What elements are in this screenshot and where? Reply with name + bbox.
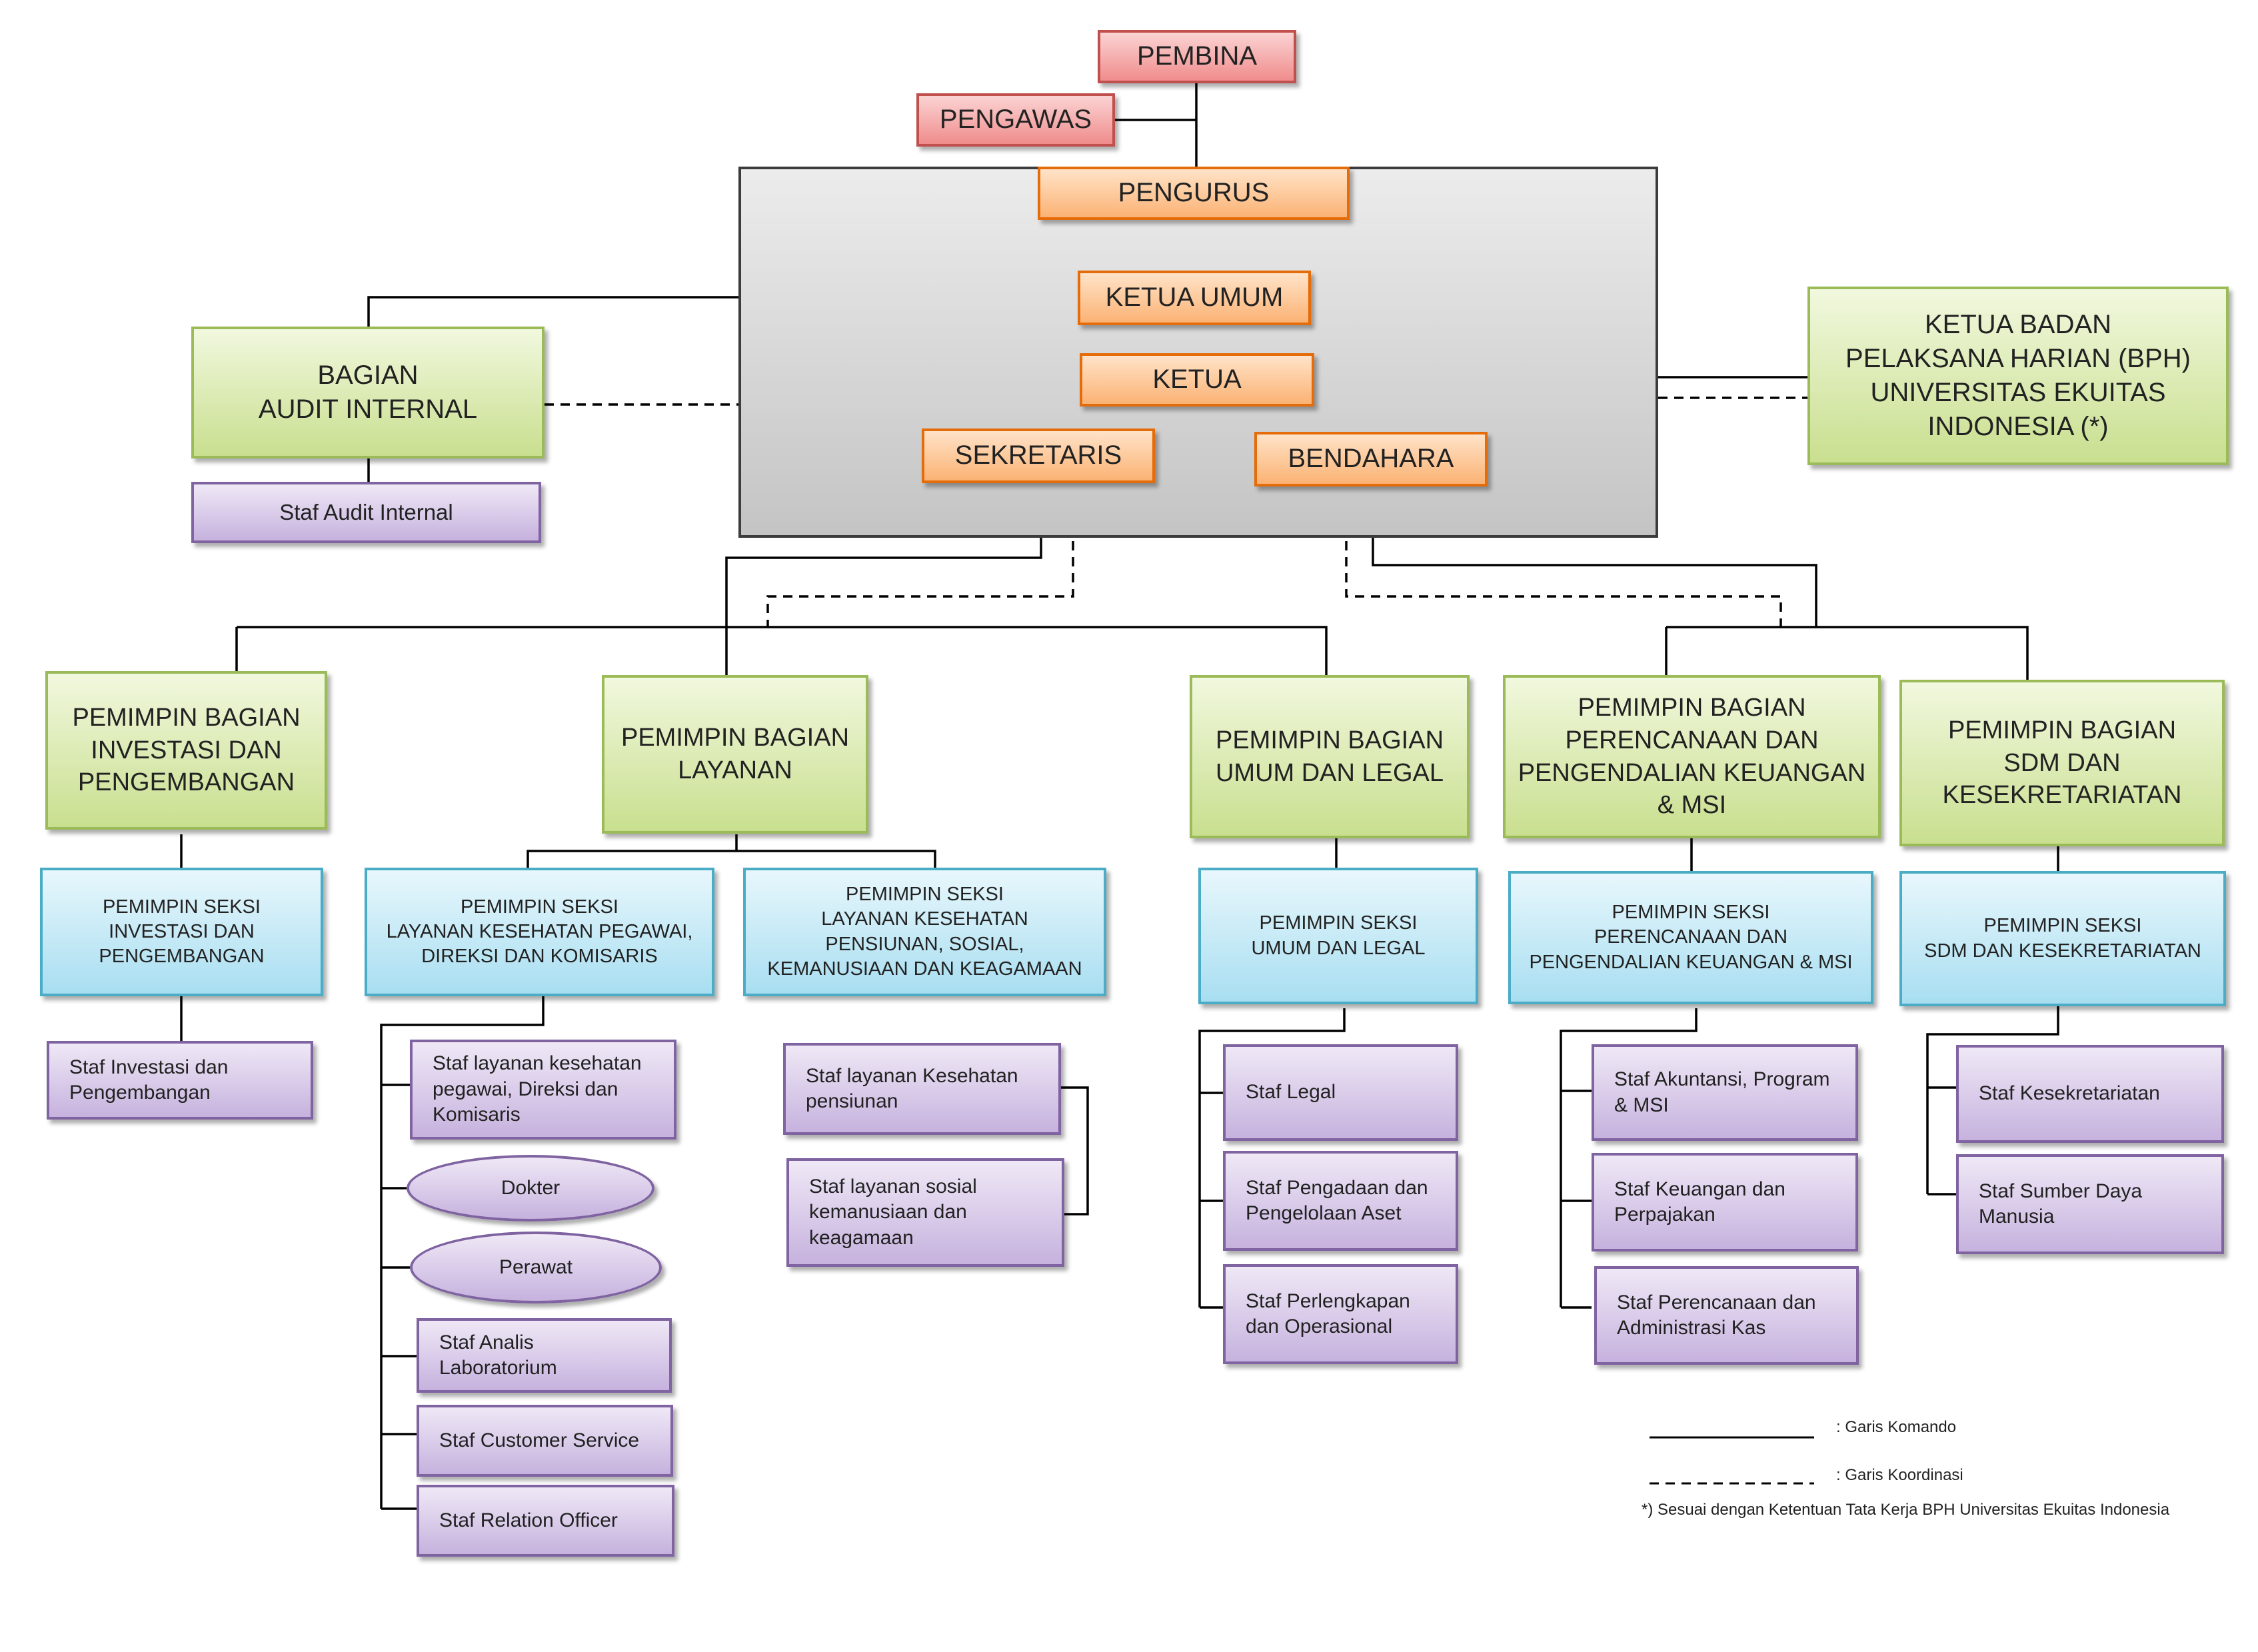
line-staff-ticks-perencanaan (1561, 1090, 1592, 1309)
legend-komando: : Garis Komando (1836, 1418, 1957, 1436)
node-staf-customer: Staf Customer Service (417, 1405, 673, 1477)
node-ps-umum: PEMIMPIN SEKSI UMUM DAN LEGAL (1198, 868, 1478, 1004)
line-ps-sdm-staf (1926, 1006, 2059, 1194)
node-staf-keuangan: Staf Keuangan dan Perpajakan (1592, 1153, 1858, 1251)
node-staf-legal: Staf Legal (1223, 1044, 1458, 1141)
legend-note: *) Sesuai dengan Ketentuan Tata Kerja BP… (1642, 1501, 2170, 1519)
node-staf-akuntansi: Staf Akuntansi, Program & MSI (1592, 1044, 1858, 1141)
node-pb-perencanaan: PEMIMPIN BAGIAN PERENCANAAN DAN PENGENDA… (1503, 675, 1881, 838)
node-staf-relation: Staf Relation Officer (417, 1485, 674, 1557)
node-staf-pensiunan: Staf layanan Kesehatan pensiunan (783, 1043, 1061, 1135)
line-ps-perencanaan-staf (1560, 1008, 1697, 1307)
node-staf-investasi: Staf Investasi dan Pengembangan (47, 1041, 313, 1120)
line-staff-ticks-umum (1200, 1092, 1223, 1309)
node-dokter: Dokter (407, 1155, 654, 1222)
node-pb-umum: PEMIMPIN BAGIAN UMUM DAN LEGAL (1190, 675, 1470, 838)
node-staf-kesekretariatan: Staf Kesekretariatan (1956, 1045, 2224, 1143)
dash-sekretaris-layanan (766, 541, 1074, 627)
node-ps-layanan-pegawai: PEMIMPIN SEKSI LAYANAN KESEHATAN PEGAWAI… (365, 868, 714, 996)
dash-bendahara-perencanaan (1345, 541, 1782, 627)
node-staf-kas: Staf Perencanaan dan Administrasi Kas (1594, 1266, 1859, 1365)
line-staff-ticks-sdm (1927, 1086, 1956, 1196)
legend-koordinasi: : Garis Koordinasi (1836, 1466, 1963, 1484)
node-staf-audit: Staf Audit Internal (191, 482, 541, 543)
node-ketua: KETUA (1080, 353, 1314, 407)
node-pb-sdm: PEMIMPIN BAGIAN SDM DAN KESEKRETARIATAN (1899, 680, 2225, 846)
node-sekretaris: SEKRETARIS (922, 428, 1155, 483)
node-ps-investasi: PEMIMPIN SEKSI INVESTASI DAN PENGEMBANGA… (40, 868, 323, 996)
pengurus-group-box (738, 167, 1658, 538)
node-ps-perencanaan: PEMIMPIN SEKSI PERENCANAAN DAN PENGENDAL… (1508, 871, 1873, 1004)
node-bendahara: BENDAHARA (1254, 432, 1488, 486)
node-perawat: Perawat (410, 1232, 662, 1303)
line-ps-umum-staf (1198, 1008, 1346, 1307)
node-staf-sdm: Staf Sumber Daya Manusia (1956, 1154, 2224, 1254)
node-ketua-umum: KETUA UMUM (1078, 271, 1311, 325)
line-ps-pensiun-staf (1061, 1086, 1089, 1216)
line-pb-layanan-ps (527, 834, 936, 868)
node-staf-pengadaan: Staf Pengadaan dan Pengelolaan Aset (1223, 1151, 1458, 1251)
node-staf-layanan-kesehatan: Staf layanan kesehatan pegawai, Direksi … (410, 1040, 676, 1140)
node-pb-layanan: PEMIMPIN BAGIAN LAYANAN (602, 675, 868, 834)
line-right-bus (1665, 626, 2029, 680)
node-ps-layanan-pensiun: PEMIMPIN SEKSI LAYANAN KESEHATAN PENSIUN… (743, 868, 1106, 996)
node-ketua-bph: KETUA BADAN PELAKSANA HARIAN (BPH) UNIVE… (1807, 287, 2229, 465)
node-staf-perlengkapan: Staf Perlengkapan dan Operasional (1223, 1264, 1458, 1364)
node-audit-internal: BAGIAN AUDIT INTERNAL (191, 327, 545, 458)
node-pengurus: PENGURUS (1038, 167, 1350, 220)
node-ps-sdm: PEMIMPIN SEKSI SDM DAN KESEKRETARIATAN (1899, 871, 2226, 1006)
line-bagian-bus (235, 626, 1328, 675)
line-staff-ticks-layanan (381, 1084, 417, 1510)
node-pengawas: PENGAWAS (916, 93, 1115, 147)
node-staf-analis: Staf Analis Laboratorium (417, 1318, 672, 1393)
node-pembina: PEMBINA (1098, 30, 1296, 83)
node-staf-sosial: Staf layanan sosial kemanusiaan dan keag… (786, 1158, 1064, 1267)
node-pb-investasi: PEMIMPIN BAGIAN INVESTASI DAN PENGEMBANG… (45, 671, 327, 830)
